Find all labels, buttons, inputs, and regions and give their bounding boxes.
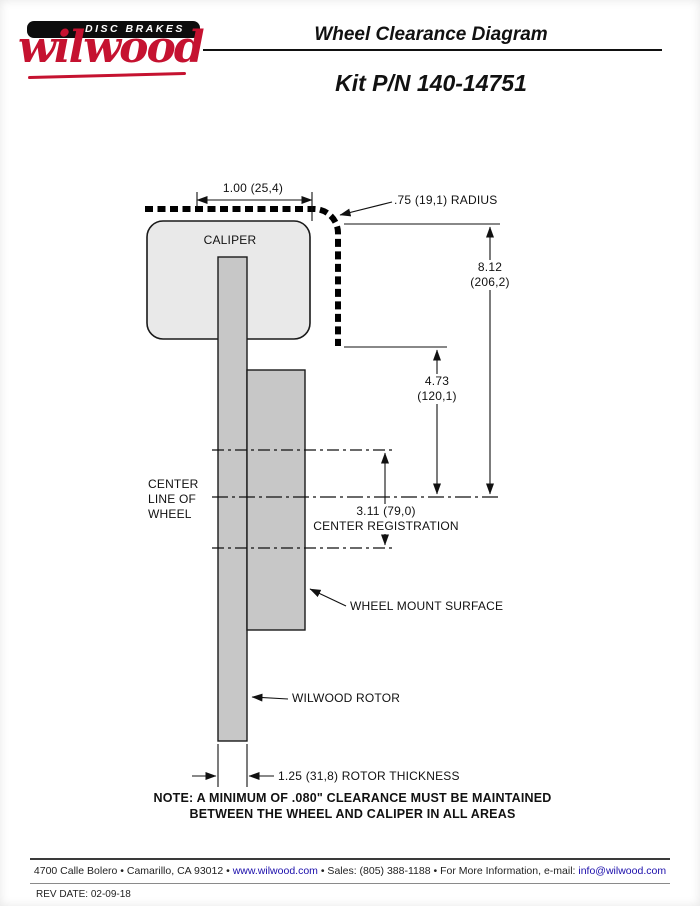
dim-mid-label: 4.73 (120,1): [404, 374, 470, 404]
wheel-clearance-dashed-outline: [145, 206, 341, 346]
centerline-label: CENTER LINE OF WHEEL: [148, 477, 199, 521]
page-title: Wheel Clearance Diagram: [314, 24, 548, 45]
registration-value-label: 3.11 (79,0): [330, 504, 442, 519]
footer-address: 4700 Calle Bolero • Camarillo, CA 93012 …: [33, 865, 230, 877]
rotor-label: WILWOOD ROTOR: [292, 691, 401, 705]
thickness-label: 1.25 (31,8) ROTOR THICKNESS: [278, 769, 460, 783]
footer-sales: • Sales: (805) 388-1188 • For More Infor…: [320, 865, 576, 877]
disc-brakes-banner: DISC BRAKES: [27, 21, 200, 38]
radius-leader: [339, 201, 393, 217]
rev-date-value: 02-09-18: [90, 889, 131, 900]
rev-date: REV DATE: 02-09-18: [36, 889, 131, 900]
rev-date-label: REV DATE:: [36, 889, 89, 900]
dim-height-label: 8.12 (206,2): [457, 260, 523, 290]
registration-text-label: CENTER REGISTRATION: [310, 519, 462, 534]
radius-label: .75 (19,1) RADIUS: [394, 193, 498, 207]
kit-number: Kit P/N 140-14751: [335, 70, 527, 96]
email-link[interactable]: info@wilwood.com: [578, 865, 667, 877]
footer-divider-bottom: [30, 883, 670, 884]
clearance-note: NOTE: A MINIMUM OF .080" CLEARANCE MUST …: [153, 791, 552, 822]
wilwood-wordmark: wilwood: [18, 22, 205, 73]
rotor-leader: [251, 693, 289, 702]
website-link[interactable]: www.wilwood.com: [232, 865, 318, 877]
caliper-label: CALIPER: [203, 233, 257, 247]
wheel-mount-label: WHEEL MOUNT SURFACE: [350, 599, 504, 613]
disc-brakes-text: DISC BRAKES: [85, 23, 185, 35]
footer-contact: 4700 Calle Bolero • Camarillo, CA 93012 …: [0, 865, 700, 877]
footer-divider-top: [30, 858, 670, 860]
wheel-mount-leader: [309, 588, 347, 607]
rotor-shape: [217, 256, 248, 742]
dim-top-label: 1.00 (25,4): [222, 181, 284, 195]
title-divider: [203, 49, 662, 51]
hat-shape: [246, 369, 306, 631]
